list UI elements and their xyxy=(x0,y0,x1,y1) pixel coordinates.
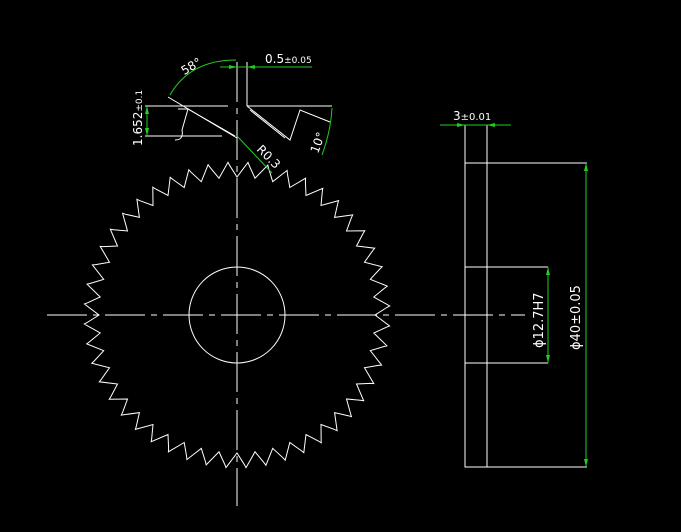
thickness-label: 3±0.01 xyxy=(453,109,491,123)
angle-58-label: 58° xyxy=(179,55,204,78)
angle-10-label: 10° xyxy=(308,130,328,155)
side-view-body xyxy=(464,162,488,468)
tooth-height-label: 1.652±0.1 xyxy=(131,90,145,146)
bore-circle xyxy=(188,266,286,364)
gear-teeth-outline xyxy=(83,161,391,469)
tooth-detail xyxy=(145,62,332,141)
dimension-lines xyxy=(146,59,587,467)
tooth-width-label: 0.5±0.05 xyxy=(265,52,312,66)
angle-arc-58 xyxy=(169,59,237,96)
arrowheads xyxy=(145,65,588,467)
outer-diameter-label: ϕ40±0.05 xyxy=(569,285,584,350)
bore-label: ϕ12.7H7 xyxy=(532,292,547,348)
